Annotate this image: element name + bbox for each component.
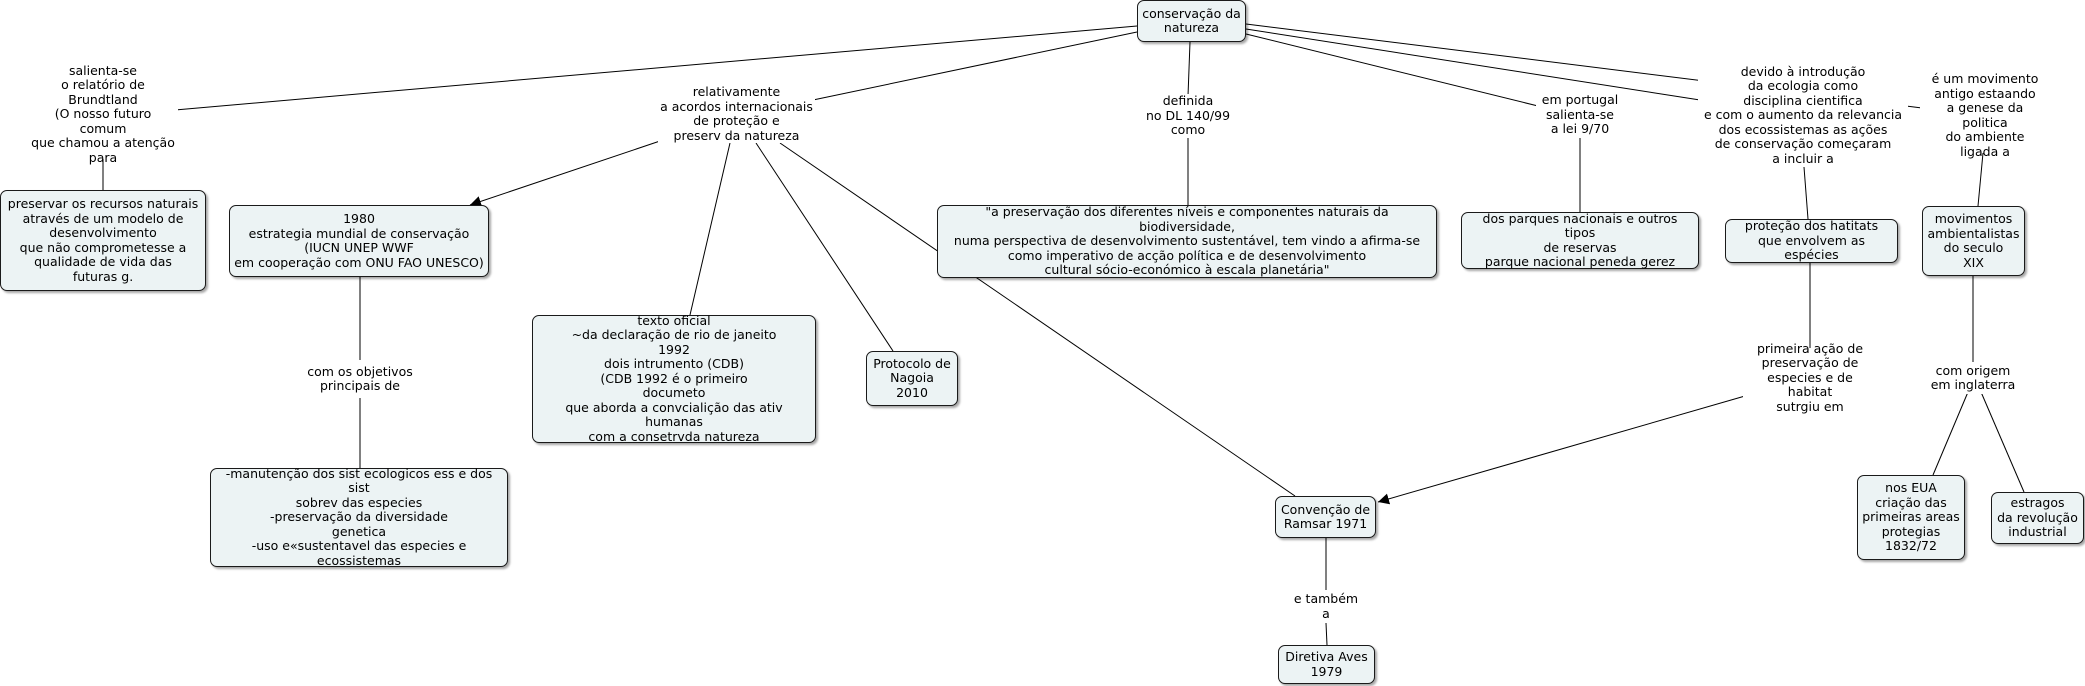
edge-relativamente-nagoia (755, 142, 894, 352)
edge-devido-habitats (1803, 166, 1809, 220)
link-portugal: em portugal salienta-se a lei 9/70 (1536, 92, 1624, 138)
concept-root[interactable]: conservação da natureza (1137, 0, 1246, 42)
concept-texto-oficial[interactable]: texto oficial ~da declaração de rio de j… (532, 313, 816, 444)
link-relativamente: relativamente a acordos internacionais d… (658, 84, 815, 143)
edge-root-salienta (174, 25, 1138, 111)
edge-origem-estragos (1980, 391, 2025, 493)
concept-estrategia[interactable]: 1980 estrategia mundial de conservação (… (229, 205, 489, 277)
concept-aves[interactable]: Diretiva Aves 1979 (1278, 645, 1375, 684)
edge-root-definida (1187, 41, 1191, 97)
edge-relativamente-ramsar (779, 142, 1296, 497)
concept-eua[interactable]: nos EUA criação das primeiras areas prot… (1857, 475, 1965, 560)
link-primeira-acao: primeira ação de preservação de especies… (1743, 341, 1877, 414)
concept-parques[interactable]: dos parques nacionais e outros tipos de … (1461, 211, 1699, 269)
edge-root-relativamente (812, 31, 1138, 101)
edge-origem-eua (1932, 391, 1969, 476)
concept-manutencao[interactable]: -manutenção dos sist ecologicos ess e do… (210, 466, 508, 568)
concept-movimentos[interactable]: movimentos ambientalistas do seculo XIX (1922, 206, 2025, 276)
concept-nagoia[interactable]: Protocolo de Nagoia 2010 (866, 351, 958, 406)
concept-ramsar[interactable]: Convenção de Ramsar 1971 (1275, 496, 1376, 538)
link-devido: devido à introdução da ecologia como dis… (1698, 64, 1908, 167)
concept-definicao[interactable]: "a preservação dos diferentes níveis e c… (937, 205, 1437, 278)
concept-habitats[interactable]: proteção dos hatitats que envolvem as es… (1725, 219, 1898, 263)
link-salienta: salienta-se o relatório de Brundtland (O… (28, 63, 178, 165)
edge-root-portugal (1245, 33, 1539, 107)
concept-estragos[interactable]: estragos da revolução industrial (1991, 492, 2084, 544)
link-tambem: e também a (1290, 590, 1362, 623)
link-movimento-antigo: é um movimento antigo estaando a genese … (1920, 71, 2050, 158)
edge-primeira-ramsar (1377, 395, 1746, 505)
edge-tambem-aves (1325, 622, 1328, 646)
link-origem: com origem em inglaterra (1928, 362, 2018, 394)
edge-root-devido (1245, 28, 1701, 101)
link-objetivos: com os objetivos principais de (302, 362, 418, 396)
edge-movimento-antigo-movimentos (1977, 152, 1984, 207)
concept-preservar[interactable]: preservar os recursos naturais através d… (0, 190, 206, 291)
edge-relativamente-estrategia (469, 139, 664, 207)
link-definida: definida no DL 140/99 como (1141, 94, 1235, 138)
edge-relativamente-texto (689, 142, 731, 316)
